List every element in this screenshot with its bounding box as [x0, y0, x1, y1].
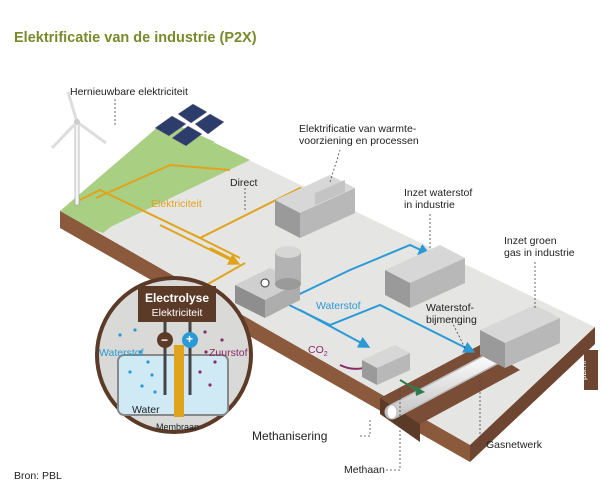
- inset-water-label: Water: [132, 404, 160, 416]
- methane-label: Methaan: [344, 464, 385, 476]
- direct-label: Direct: [230, 177, 258, 189]
- hydrogen-lines: [282, 243, 476, 353]
- inset-header: Electrolyse: [144, 291, 210, 305]
- green-gas-label: Inzet groen gas in industrie: [504, 235, 575, 259]
- electrolysis-inset: [95, 276, 253, 434]
- co2-label: CO2: [308, 344, 328, 359]
- source-note: Bron: PBL: [14, 470, 62, 482]
- hydrogen-label: Waterstof: [316, 300, 361, 312]
- watermark-text: pbl.nl: [579, 360, 588, 380]
- pbl-watermark: [584, 350, 598, 390]
- inset-oxygen-label: Zuurstof: [209, 347, 248, 359]
- plus-icon: +: [186, 332, 194, 346]
- inset-hydrogen-label: Waterstof: [99, 347, 144, 359]
- blending-label: Waterstof- bijmenging: [426, 302, 477, 326]
- ground-slab: [60, 120, 595, 462]
- gas-grid-label: Gasnetwerk: [486, 439, 543, 451]
- renewable-label: Hernieuwbare elektriciteit: [70, 86, 188, 98]
- heat-label: Elektrificatie van warmte- voorziening e…: [299, 123, 419, 147]
- gas-tank-icon: [275, 246, 301, 290]
- inset-sub: Elektriciteit: [151, 307, 203, 319]
- leader-lines: [114, 98, 536, 471]
- factory-icon: [275, 175, 560, 385]
- electricity-label: Elektriciteit: [151, 198, 202, 210]
- gas-pipeline: [384, 344, 513, 420]
- wind-turbine-icon: [50, 91, 107, 206]
- page-title: Elektrificatie van de industrie (P2X): [14, 30, 257, 46]
- inset-membrane-label: Membraan: [156, 422, 200, 432]
- methanisation-label: Methanisering: [252, 429, 328, 443]
- methane-line: [399, 379, 425, 396]
- minus-icon: −: [161, 333, 169, 347]
- solar-panel-icon: [154, 103, 225, 147]
- hydrogen-industry-label: Inzet waterstof in industrie: [404, 187, 473, 211]
